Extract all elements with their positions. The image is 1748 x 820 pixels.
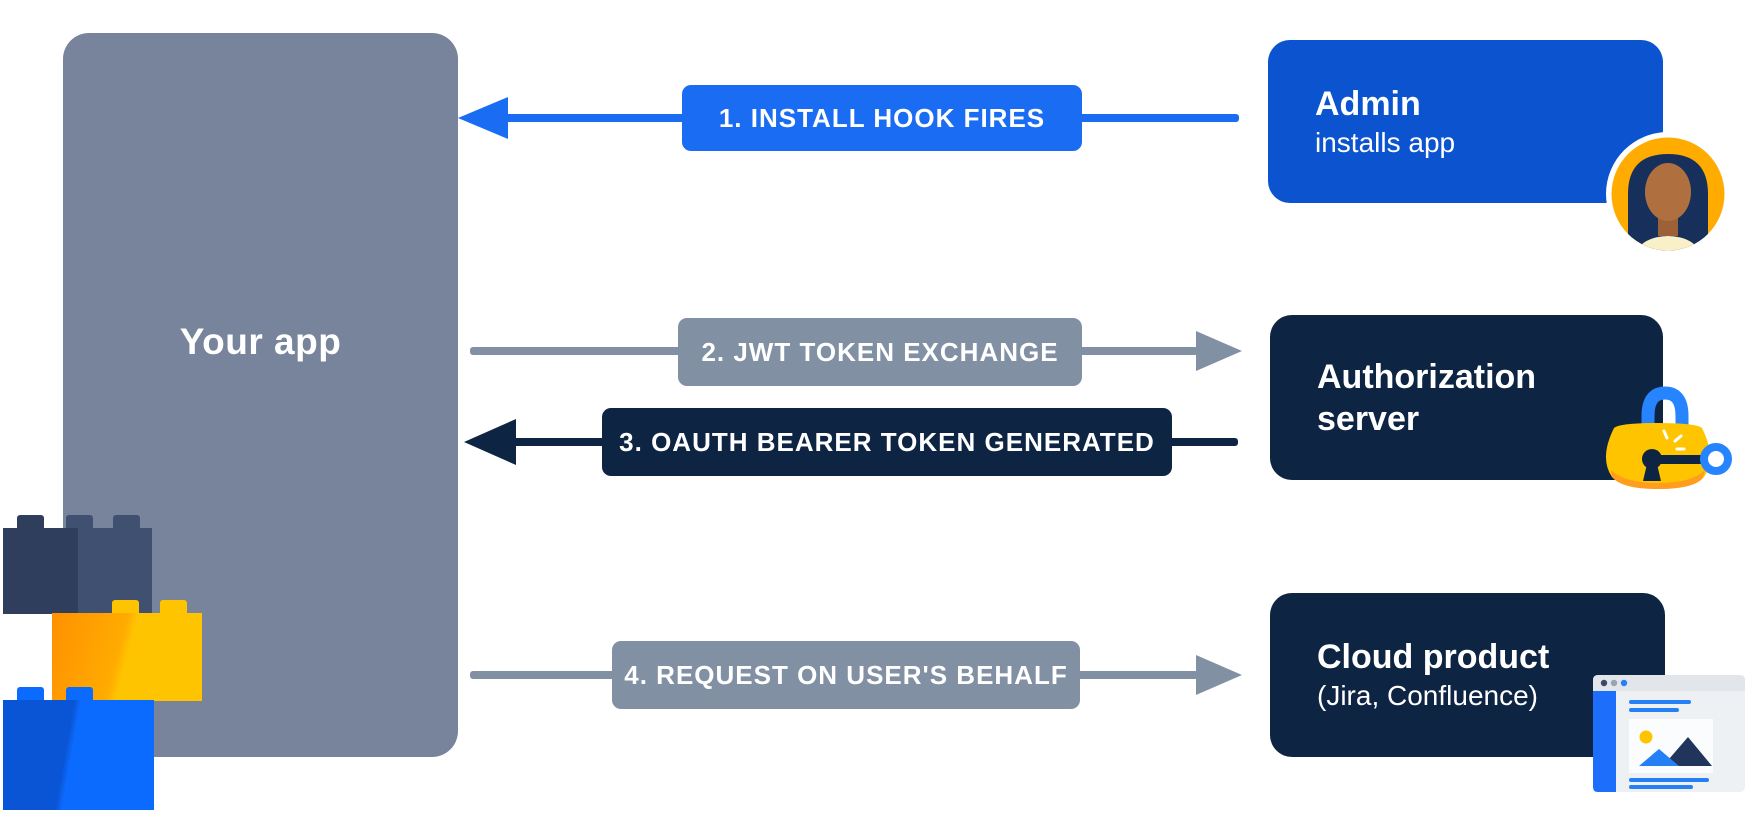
lego-stud: [17, 515, 44, 529]
admin-subtitle: installs app: [1315, 126, 1456, 158]
lego-stud: [66, 687, 93, 700]
lego-stud: [17, 687, 44, 700]
browser-window-icon: [1593, 675, 1745, 792]
lock-key-icon: [1605, 386, 1732, 489]
cloud-product-subtitle: (Jira, Confluence): [1317, 680, 1538, 711]
admin-avatar-icon: [1606, 132, 1730, 256]
flow-1-arrow-left-icon: [458, 97, 508, 139]
flow-step-2-label: 2. JWT TOKEN EXCHANGE: [678, 318, 1082, 386]
lego-brick-body: [78, 528, 152, 614]
flow-step-4-label: 4. REQUEST ON USER'S BEHALF: [612, 641, 1080, 709]
your-app-label: Your app: [179, 321, 342, 362]
flow-step-1-label: 1. INSTALL HOOK FIRES: [682, 85, 1082, 151]
flow-3-arrow-left-icon: [464, 419, 516, 465]
lego-brick-body: [3, 700, 154, 810]
flow-4-arrow-right-icon: [1196, 655, 1242, 695]
flow-2-arrow-right-icon: [1196, 331, 1242, 371]
flow-step-3-label: 3. OAUTH BEARER TOKEN GENERATED: [602, 408, 1172, 476]
lego-stud: [160, 600, 187, 613]
admin-title: Admin: [1315, 84, 1421, 123]
lego-stud: [112, 600, 139, 613]
lego-stud: [113, 515, 140, 529]
cloud-product-title: Cloud product: [1317, 638, 1550, 676]
authorization-server-title: Authorization server: [1317, 357, 1537, 438]
admin-card: Admin installs app: [1268, 40, 1663, 203]
authorization-server-card: Authorization server: [1270, 315, 1663, 480]
lego-stud: [66, 515, 93, 529]
lego-brick-body: [3, 528, 78, 614]
lego-brick-body: [52, 613, 202, 701]
